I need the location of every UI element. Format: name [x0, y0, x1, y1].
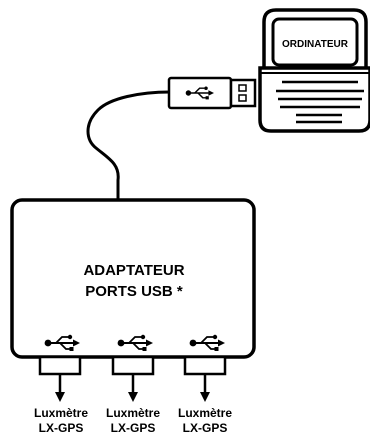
adapter-title-line1: ADAPTATEUR [83, 262, 184, 279]
device-label-1-line2: LX-GPS [39, 421, 84, 435]
usb-plug [169, 78, 255, 108]
device-label-3-line2: LX-GPS [183, 421, 228, 435]
arrow-down-icon [128, 392, 138, 402]
usb-cable [88, 92, 170, 199]
arrow-down-icon [55, 392, 65, 402]
adapter-title-line2: PORTS USB * [85, 283, 183, 300]
device-label-3-line1: Luxmètre [178, 406, 232, 420]
device-label-2-line2: LX-GPS [111, 421, 156, 435]
device-label-2-line1: Luxmètre [106, 406, 160, 420]
computer-label: ORDINATEUR [282, 39, 349, 50]
device-label-1-line1: Luxmètre [34, 406, 88, 420]
arrow-down-icon [200, 392, 210, 402]
laptop-icon [260, 10, 370, 131]
